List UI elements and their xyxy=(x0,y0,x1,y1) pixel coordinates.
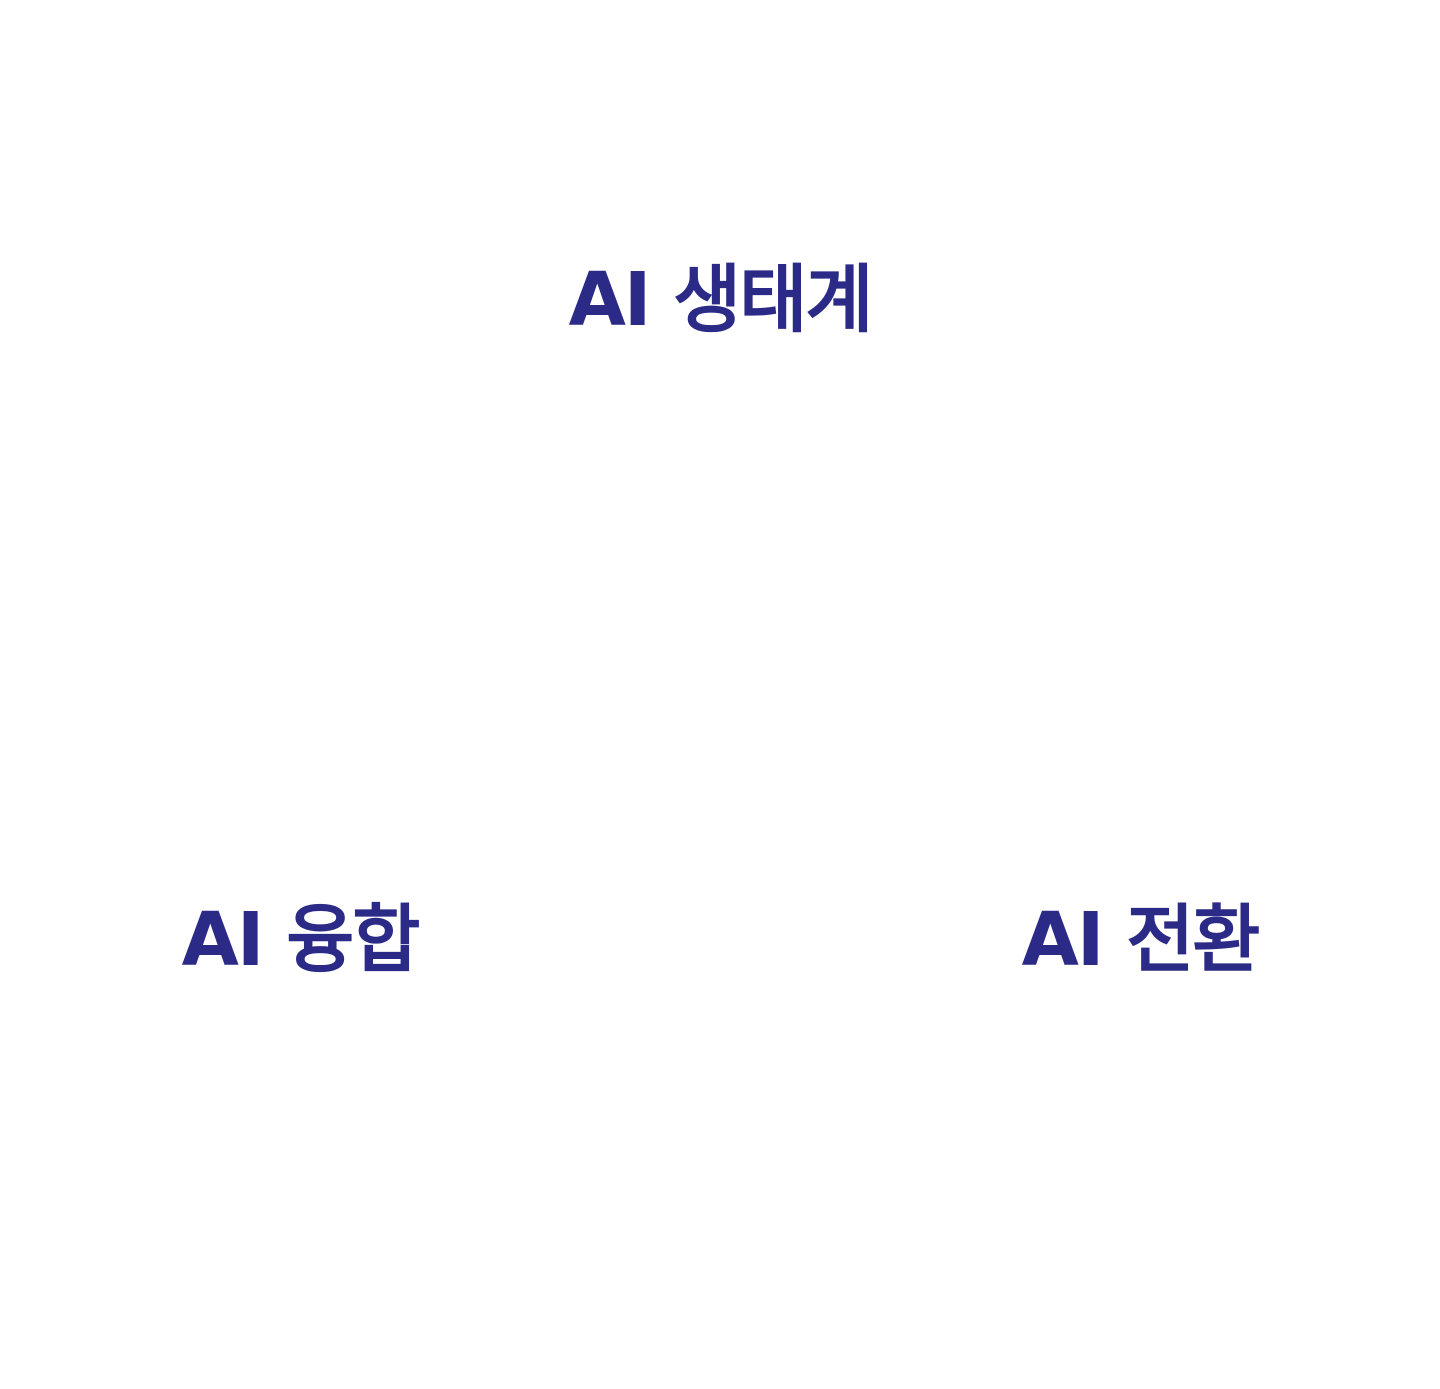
node-label-ai-convergence: AI 융합 xyxy=(181,897,421,983)
node-label-ai-ecosystem: AI 생태계 xyxy=(568,257,874,343)
node-label-ai-transformation: AI 전환 xyxy=(1021,897,1261,983)
